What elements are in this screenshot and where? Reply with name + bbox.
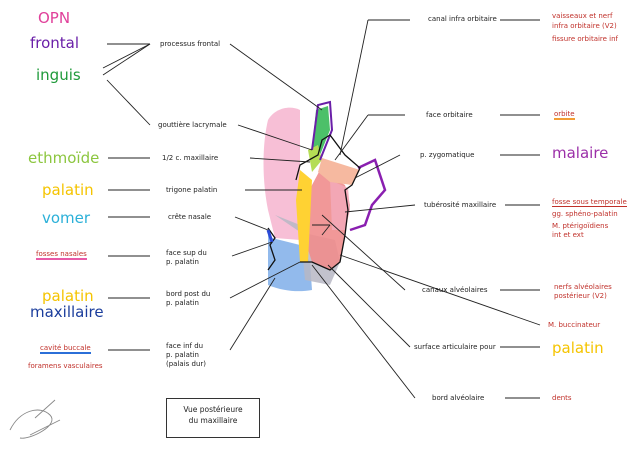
label-palatin-right: palatin (552, 339, 604, 357)
label-fissure: fissure orbitaire inf (552, 35, 619, 43)
label-p-zygomatique: p. zygomatique (420, 151, 475, 159)
label-malaire: malaire (552, 144, 609, 162)
label-ethmoide: ethmoïde (28, 149, 100, 167)
blue-edge (266, 229, 274, 243)
label-vaisseaux-1: vaisseaux et nerf (552, 12, 613, 20)
label-nerfs-2: postérieur (V2) (554, 292, 607, 300)
label-face-orbitaire: face orbitaire (426, 111, 473, 119)
caption-box: Vue postérieure du maxillaire (166, 398, 260, 438)
caption-line-2: du maxillaire (188, 415, 238, 425)
label-m-pterygo-2: int et ext (552, 231, 584, 239)
frontal-process-outline (311, 100, 334, 161)
label-buccinateur: M. buccinateur (548, 321, 601, 329)
label-cavite-buccale: cavité buccale (40, 344, 91, 355)
label-m-pterygo-1: M. ptérigoïdiens (552, 222, 609, 230)
label-palatin-2: palatin (42, 287, 94, 305)
label-dents: dents (552, 394, 572, 402)
label-trigone: trigone palatin (166, 186, 218, 194)
caption-line-1: Vue postérieure (183, 405, 243, 414)
body-outline-2 (267, 227, 276, 271)
label-maxillaire: maxillaire (30, 303, 104, 321)
label-palatin-1: palatin (42, 181, 94, 199)
label-vaisseaux-2: infra orbitaire (V2) (552, 22, 617, 30)
orbit-region (318, 158, 360, 185)
label-bord-post-2: p. palatin (166, 299, 199, 307)
body-outline (295, 134, 361, 271)
zygomatic-outline (349, 158, 387, 232)
label-fosse-sous-temporale: fosse sous temporale (552, 198, 627, 208)
label-face-sup-1: face sup du (166, 249, 207, 257)
label-foramens: foramens vasculaires (28, 362, 103, 370)
label-canaux: canaux alvéolaires (422, 286, 488, 294)
label-inguis: inguis (36, 66, 81, 84)
label-frontal: frontal (30, 34, 80, 52)
label-gouttiere: gouttière lacrymale (158, 121, 227, 129)
label-fosses-nasales: fosses nasales (36, 250, 87, 261)
label-vomer: vomer (42, 209, 91, 227)
signature (9, 399, 61, 439)
label-orbite: orbite (554, 110, 575, 121)
label-opn: OPN (38, 9, 71, 27)
label-face-inf-2: p. palatin (166, 351, 199, 359)
label-canal-infra: canal infra orbitaire (428, 15, 497, 23)
pink-region (263, 107, 300, 240)
label-nerfs-1: nerfs alvéolaires (554, 283, 612, 291)
label-surface-articulaire: surface articulaire pour (414, 343, 496, 351)
label-processus-frontal: processus frontal (160, 40, 221, 48)
label-face-inf-3: (palais dur) (166, 360, 207, 368)
label-demi-c: 1/2 c. maxillaire (162, 154, 219, 162)
label-bord-post-1: bord post du (166, 290, 211, 298)
label-bord-alveolaire: bord alvéolaire (432, 394, 485, 402)
label-tuberosite: tubérosité maxillaire (424, 201, 497, 209)
yellow-region (296, 170, 312, 262)
label-face-inf-1: face inf du (166, 342, 204, 350)
label-crete: crête nasale (168, 213, 212, 221)
label-face-sup-2: p. palatin (166, 258, 199, 266)
label-gg-spheno: gg. sphéno-palatin (552, 210, 618, 218)
